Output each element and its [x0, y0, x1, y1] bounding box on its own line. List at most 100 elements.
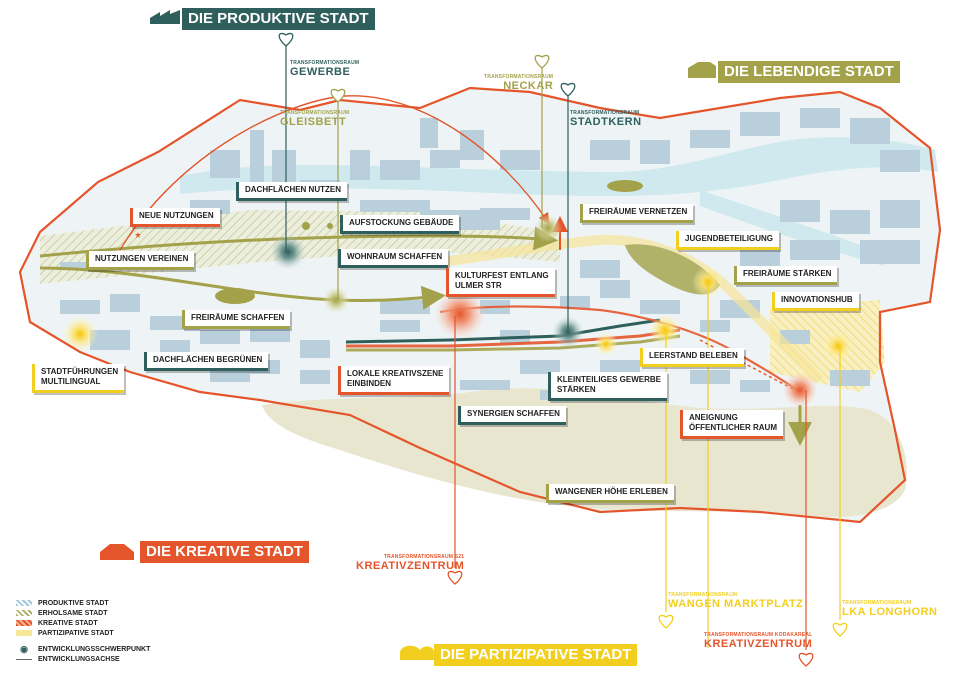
legend-swatch-kreative	[16, 620, 32, 626]
building-block	[860, 240, 920, 264]
legend-item: ◉ENTWICKLUNGSSCHWERPUNKT	[16, 644, 150, 654]
axis-olive-north	[39, 226, 558, 258]
building-block	[440, 220, 500, 230]
building-block	[880, 200, 920, 228]
legend-item: ENTWICKLUNGSACHSE	[16, 654, 150, 664]
banner-lebendige-stadt: DIE LEBENDIGE STADT	[718, 61, 900, 83]
building-block	[480, 208, 530, 220]
building-block	[740, 250, 780, 268]
axis-orange-arc	[119, 95, 550, 251]
label-line: STADTFÜHRUNGEN	[41, 367, 119, 376]
legend-swatch-schwerpunkt: ◉	[20, 644, 28, 654]
legend-swatch-produktive	[16, 600, 32, 606]
legend-label: ENTWICKLUNGSACHSE	[38, 655, 120, 663]
label-line: KULTURFEST ENTLANG	[455, 271, 549, 280]
label-leerstand-beleben: LEERSTAND BELEBEN	[640, 348, 744, 367]
building-block	[830, 210, 870, 234]
legend: PRODUKTIVE STADT ERHOLSAME STADT KREATIV…	[16, 598, 150, 664]
legend-item: PRODUKTIVE STADT	[16, 598, 150, 608]
building-block	[790, 240, 840, 260]
focus-point	[822, 330, 854, 362]
building-block	[830, 370, 870, 386]
legend-label: PARTIZIPATIVE STADT	[38, 629, 114, 637]
label-jugendbeteiligung: JUGENDBETEILIGUNG	[676, 231, 780, 250]
focus-point	[594, 332, 618, 356]
building-block	[850, 118, 890, 144]
heart-icon	[658, 614, 674, 629]
label-dachflaechen-begruenen: DACHFLÄCHEN BEGRÜNEN	[144, 352, 269, 371]
legend-swatch-partizipative	[16, 630, 32, 636]
building-block	[210, 150, 240, 178]
city-boundary	[18, 86, 942, 524]
axis-orange-ne	[439, 305, 801, 393]
banner-kreative-stadt: DIE KREATIVE STADT	[140, 541, 309, 563]
building-block	[430, 150, 460, 168]
house-icon	[688, 62, 716, 78]
label-dachflaechen-nutzen: DACHFLÄCHEN NUTZEN	[236, 182, 347, 201]
theatre-icon	[100, 544, 134, 560]
building-block	[380, 300, 430, 314]
heart-icons	[278, 32, 848, 667]
focus-point	[62, 316, 98, 352]
label-freiraeume-vernetzen: FREIRÄUME VERNETZEN	[580, 204, 694, 223]
building-block	[500, 150, 540, 170]
people-icon	[400, 645, 434, 660]
legend-item: KREATIVE STADT	[16, 618, 150, 628]
label-line: LOKALE KREATIVSZENE	[347, 369, 444, 378]
factory-icon	[150, 10, 180, 24]
label-line: MULTILINGUAL	[41, 377, 101, 386]
label-freiraeume-staerken: FREIRÄUME STÄRKEN	[734, 266, 838, 285]
label-line: STÄRKEN	[557, 385, 596, 394]
heart-icon	[278, 32, 294, 47]
building-block	[780, 200, 820, 222]
building-block	[690, 130, 730, 148]
label-line: KLEINTEILIGES GEWERBE	[557, 375, 662, 384]
label-line: ULMER STR	[455, 281, 502, 290]
heart-icon	[534, 54, 550, 69]
building-block	[272, 150, 296, 186]
label-line: ÖFFENTLICHER RAUM	[689, 423, 777, 432]
building-block	[560, 296, 590, 308]
building-block	[420, 118, 438, 148]
legend-item: ERHOLSAME STADT	[16, 608, 150, 618]
building-block	[60, 262, 100, 270]
star-marker	[135, 232, 141, 238]
building-block	[210, 370, 250, 382]
label-line: EINBINDEN	[347, 379, 392, 388]
building-block	[460, 380, 510, 390]
building-block	[740, 380, 770, 392]
heart-icon	[832, 622, 848, 637]
neckar-river	[180, 137, 938, 196]
label-neue-nutzungen: NEUE NUTZUNGEN	[130, 208, 220, 227]
banner-produktive-stadt: DIE PRODUKTIVE STADT	[182, 8, 375, 30]
legend-item: PARTIZIPATIVE STADT	[16, 628, 150, 638]
building-block	[520, 360, 560, 374]
heart-icon	[798, 652, 814, 667]
heart-icon	[330, 88, 346, 103]
legend-label: PRODUKTIVE STADT	[38, 599, 109, 607]
building-block	[600, 280, 630, 298]
label-synergien-schaffen: SYNERGIEN SCHAFFEN	[458, 406, 566, 425]
label-innovationshub: INNOVATIONSHUB	[772, 292, 859, 311]
banner-partizipative-stadt: DIE PARTIZIPATIVE STADT	[434, 644, 638, 666]
building-block	[300, 340, 330, 358]
building-block	[380, 160, 420, 180]
building-block	[90, 330, 130, 350]
legend-label: ERHOLSAME STADT	[38, 609, 108, 617]
focus-point	[649, 314, 681, 346]
building-block	[360, 200, 430, 212]
park-oval	[607, 180, 643, 192]
label-wangener-hoehe: WANGENER HÖHE ERLEBEN	[546, 484, 674, 503]
